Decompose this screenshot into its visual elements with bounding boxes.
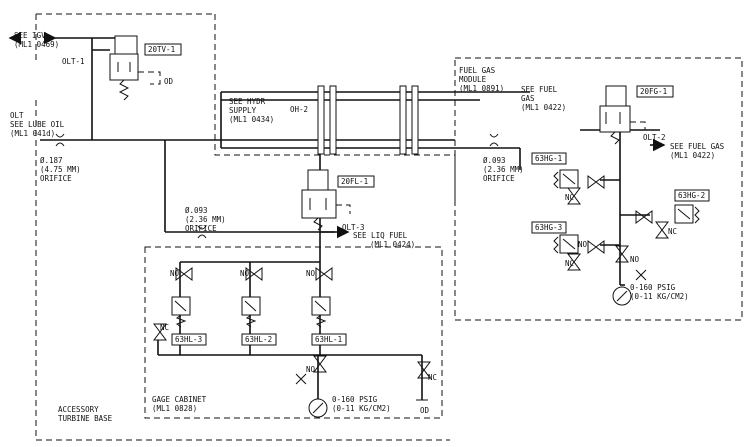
svg-text:OH-2: OH-2 — [290, 105, 308, 114]
svg-text:63HL-2: 63HL-2 — [245, 335, 272, 344]
svg-text:20FL-1: 20FL-1 — [341, 177, 368, 186]
svg-text:NO: NO — [630, 255, 640, 264]
text-labels: SEE IGV (ML1 0469) OLT-1 OLT SEE LUBE OI… — [10, 31, 725, 423]
svg-text:NO: NO — [306, 269, 316, 278]
solenoid-valve-20tv1 — [109, 35, 161, 101]
svg-text:(2.36 MM): (2.36 MM) — [483, 165, 524, 174]
svg-text:(ML1 0828): (ML1 0828) — [152, 404, 197, 413]
valve-group-fuel-gas — [567, 175, 669, 281]
solenoid-valve-20fg1 — [599, 85, 646, 145]
pressure-switch-63hl2 — [241, 296, 261, 328]
svg-text:OLT-2: OLT-2 — [643, 133, 666, 142]
svg-text:63HL-1: 63HL-1 — [315, 335, 342, 344]
pressure-switch-63hg3 — [553, 234, 579, 254]
svg-text:63HG-1: 63HG-1 — [535, 154, 562, 163]
svg-text:SEE FUEL: SEE FUEL — [521, 85, 558, 94]
pressure-switch-63hl1 — [311, 296, 331, 328]
svg-text:GAS: GAS — [521, 94, 535, 103]
pressure-switch-63hg1 — [553, 169, 579, 189]
pipe-supports — [317, 85, 419, 155]
svg-text:SUPPLY: SUPPLY — [229, 106, 257, 115]
svg-text:SEE LIQ FUEL: SEE LIQ FUEL — [353, 231, 408, 240]
pressure-switch-63hg2 — [674, 204, 700, 224]
svg-text:(ML1 0469): (ML1 0469) — [14, 40, 59, 49]
svg-text:(ML1 041d): (ML1 041d) — [10, 129, 55, 138]
svg-text:NC: NC — [160, 323, 169, 332]
svg-text:OLT: OLT — [10, 111, 24, 120]
svg-text:NC: NC — [565, 259, 574, 268]
svg-text:NC: NC — [428, 373, 437, 382]
svg-text:20FG-1: 20FG-1 — [640, 87, 667, 96]
svg-text:SEE LUBE OIL: SEE LUBE OIL — [10, 120, 65, 129]
svg-text:GAGE CABINET: GAGE CABINET — [152, 395, 207, 404]
svg-text:OD: OD — [164, 77, 174, 86]
svg-text:0-160 PSIG: 0-160 PSIG — [332, 395, 378, 404]
svg-text:63HL-3: 63HL-3 — [175, 335, 202, 344]
svg-text:NO: NO — [306, 365, 316, 374]
svg-text:(2.36 MM): (2.36 MM) — [185, 215, 226, 224]
tag-63hg3: 63HG-3 — [531, 221, 567, 234]
gage-cabinet-boundary — [144, 246, 443, 419]
pressure-gauge-fuel-gas — [612, 286, 632, 306]
solenoid-valve-20fl1 — [301, 169, 351, 231]
svg-text:(ML1 0891): (ML1 0891) — [459, 84, 504, 93]
svg-text:SEE IGV: SEE IGV — [14, 31, 46, 40]
svg-text:OD: OD — [420, 406, 430, 415]
svg-text:0-160 PSIG: 0-160 PSIG — [630, 283, 676, 292]
svg-text:NO: NO — [240, 269, 250, 278]
svg-text:(ML1 0424): (ML1 0424) — [370, 240, 415, 249]
svg-text:TURBINE BASE: TURBINE BASE — [58, 414, 113, 423]
svg-text:(ML1 0422): (ML1 0422) — [521, 103, 566, 112]
tag-20fg1: 20FG-1 — [636, 85, 674, 98]
svg-text:Ø.187: Ø.187 — [40, 156, 63, 165]
orifice-symbol-3 — [197, 225, 207, 239]
tag-63hl3: 63HL-3 — [171, 333, 207, 346]
tag-63hl1: 63HL-1 — [311, 333, 347, 346]
svg-text:OLT-3: OLT-3 — [342, 223, 365, 232]
svg-text:(ML1 0422): (ML1 0422) — [670, 151, 715, 160]
svg-text:(ML1 0434): (ML1 0434) — [229, 115, 274, 124]
tag-20tv1: 20TV-1 — [144, 43, 182, 56]
tag-20fl1: 20FL-1 — [337, 175, 375, 188]
pressure-gauge-gage — [308, 398, 328, 418]
svg-text:ORIFICE: ORIFICE — [185, 224, 217, 233]
svg-text:FUEL GAS: FUEL GAS — [459, 66, 496, 75]
svg-text:OLT-1: OLT-1 — [62, 57, 85, 66]
tag-63hg2: 63HG-2 — [674, 189, 710, 202]
svg-text:ORIFICE: ORIFICE — [40, 174, 72, 183]
tag-63hg1: 63HG-1 — [531, 152, 567, 165]
svg-text:NC: NC — [565, 193, 574, 202]
svg-text:Ø.093: Ø.093 — [483, 156, 506, 165]
orifice-symbol-2 — [489, 133, 499, 147]
valve-no-group-gage — [153, 267, 431, 385]
svg-text:20TV-1: 20TV-1 — [148, 45, 175, 54]
svg-text:SEE FUEL GAS: SEE FUEL GAS — [670, 142, 725, 151]
svg-text:(0-11 KG/CM2): (0-11 KG/CM2) — [332, 404, 391, 413]
svg-text:MODULE: MODULE — [459, 75, 487, 84]
orifice-symbol-1 — [55, 133, 65, 147]
svg-text:(4.75 MM): (4.75 MM) — [40, 165, 81, 174]
piping — [40, 31, 660, 405]
svg-text:Ø.093: Ø.093 — [185, 206, 208, 215]
svg-text:ACCESSORY: ACCESSORY — [58, 405, 99, 414]
pressure-switch-63hl3 — [171, 296, 191, 328]
svg-text:ORIFICE: ORIFICE — [483, 174, 515, 183]
svg-text:NO: NO — [578, 240, 588, 249]
fuel-gas-module-boundary — [454, 57, 743, 321]
svg-text:63HG-2: 63HG-2 — [678, 191, 705, 200]
svg-text:(0-11 KG/CM2): (0-11 KG/CM2) — [630, 292, 689, 301]
svg-text:63HG-3: 63HG-3 — [535, 223, 562, 232]
svg-text:SEE HYDR: SEE HYDR — [229, 97, 266, 106]
accessory-base-boundary — [35, 13, 456, 441]
tag-63hl2: 63HL-2 — [241, 333, 277, 346]
svg-text:NC: NC — [668, 227, 677, 236]
svg-text:NO: NO — [170, 269, 180, 278]
